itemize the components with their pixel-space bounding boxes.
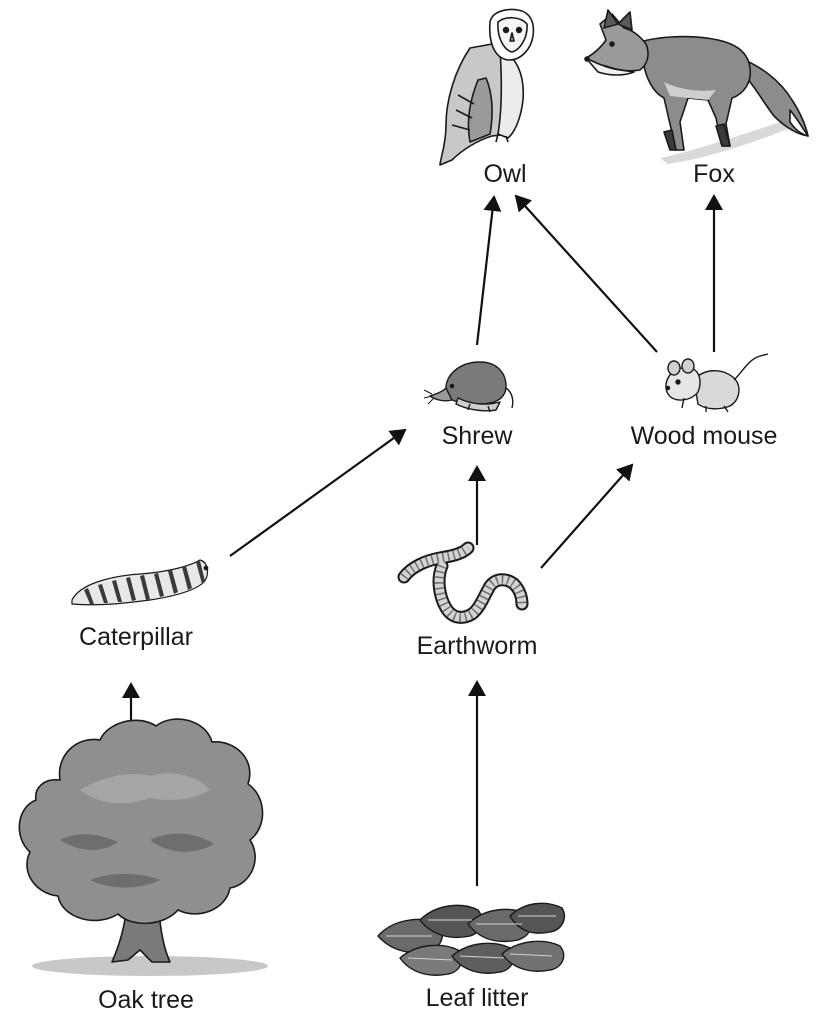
label-leaf-litter: Leaf litter (426, 986, 529, 1011)
arrow-earthworm-to-wood-mouse (541, 465, 632, 568)
caterpillar-icon (72, 560, 208, 605)
fox-icon (585, 10, 808, 164)
label-fox: Fox (693, 162, 735, 187)
label-owl: Owl (483, 162, 526, 187)
earthworm-icon (404, 548, 522, 617)
shrew-icon (424, 362, 513, 412)
mouse-icon (666, 354, 768, 412)
label-shrew: Shrew (442, 424, 513, 449)
arrow-caterpillar-to-shrew (230, 430, 405, 556)
arrow-wood-mouse-to-owl (516, 196, 657, 352)
owl-icon (440, 10, 533, 166)
leaf-litter-icon (378, 903, 564, 975)
label-earthworm: Earthworm (417, 634, 538, 659)
label-oak-tree: Oak tree (98, 988, 194, 1013)
oak-tree-icon (19, 719, 268, 976)
label-caterpillar: Caterpillar (79, 625, 193, 650)
label-wood-mouse: Wood mouse (631, 424, 778, 449)
arrow-shrew-to-owl (477, 197, 494, 345)
